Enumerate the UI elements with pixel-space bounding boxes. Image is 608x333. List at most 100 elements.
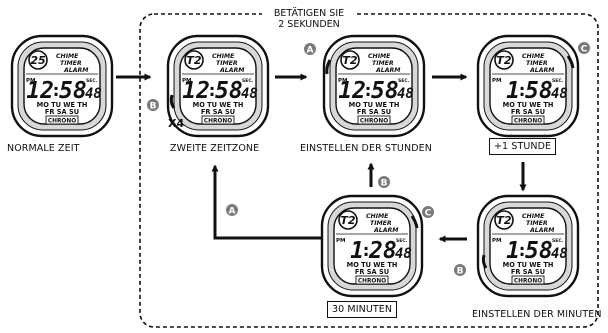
- watch-second-zone-word-chime: CHIME: [212, 53, 235, 60]
- watch-set-minutes-minutes: 58: [525, 238, 553, 264]
- watch-normal-time-word-timer: TIMER: [60, 60, 82, 67]
- watch-second-zone-minutes: 58: [215, 78, 243, 104]
- header-backdrop: [262, 6, 356, 30]
- watch-set-hours-colon: :: [363, 80, 374, 101]
- watch-set-hours-sec-label: SEC.: [398, 78, 410, 84]
- svg-text:C: C: [425, 209, 432, 219]
- watch-thirty-min-chrono-box: [355, 275, 389, 285]
- watch-set-minutes-colon: :: [517, 240, 528, 261]
- press-count-x4: X4: [168, 117, 184, 130]
- watch-set-minutes-sec-label: SEC.: [552, 238, 564, 244]
- svg-text:A: A: [307, 46, 314, 56]
- watch-second-zone-days-row1: MO TU WE TH: [193, 101, 244, 109]
- watch-plus-hour-hour: 1: [506, 78, 520, 104]
- label-set-hours: EINSTELLEN DER STUNDEN: [300, 143, 432, 154]
- watch-thirty-min-seconds: 48: [395, 246, 412, 262]
- arrow-back-to-second: [211, 164, 322, 240]
- header-line1: BETÄTIGEN SIE: [274, 8, 344, 19]
- watch-thirty-min-chrono-label: CHRONO: [358, 279, 386, 285]
- watch-set-minutes-mode-badge: [494, 210, 514, 230]
- watch-set-minutes-chrono-label: CHRONO: [514, 279, 542, 285]
- watch-set-hours-hour: 12: [338, 78, 366, 104]
- watch-thirty-min-minutes: 28: [368, 238, 397, 264]
- dashed-group-border: [139, 13, 599, 328]
- watch-second-zone-colon: :: [207, 80, 218, 101]
- watch-second-zone-word-timer: TIMER: [216, 60, 238, 67]
- watch-second-zone-sec-label: SEC.: [242, 78, 254, 84]
- watch-set-hours-days-row1: MO TU WE TH: [349, 101, 400, 109]
- press-b-up-arrow: B: [378, 176, 390, 189]
- watch-normal-time-seconds: 48: [85, 86, 102, 102]
- watch-set-hours-days-row2: FR SA SU: [357, 108, 391, 116]
- watch-plus-hour-word-timer: TIMER: [526, 60, 548, 67]
- watch-normal-time-mode-badge: [28, 50, 48, 70]
- watch-plus-hour-pm: PM: [492, 78, 502, 84]
- watch-thirty-min-pm: PM: [336, 238, 346, 244]
- watch-thirty-min-sec-label: SEC.: [396, 238, 408, 244]
- watch-thirty-min-days-row2: FR SA SU: [355, 268, 389, 276]
- watch-normal-time-chrono-box: [45, 115, 79, 125]
- watch-second-zone-mode-badge: [184, 50, 204, 70]
- svg-text:B: B: [150, 102, 157, 112]
- watch-set-hours-minutes: 58: [371, 78, 399, 104]
- svg-text:A: A: [229, 207, 236, 217]
- watch-thirty-min-hour: 1: [350, 238, 364, 264]
- watch-set-minutes-word-chime: CHIME: [522, 213, 545, 220]
- watch-set-minutes-word-alarm: ALARM: [529, 227, 555, 234]
- watch-thirty-min-days-row1: MO TU WE TH: [347, 261, 398, 269]
- watch-normal-time-colon: :: [51, 80, 62, 101]
- watch-thirty-min-badge-text: T2: [340, 214, 356, 227]
- watch-normal-time-chrono-label: CHRONO: [48, 119, 76, 125]
- watch-set-minutes-badge-text: T2: [496, 214, 512, 227]
- watch-plus-hour-days-row2: FR SA SU: [511, 108, 545, 116]
- watch-plus-hour-days-row1: MO TU WE TH: [503, 101, 554, 109]
- watch-thirty-min-mode-badge: [338, 210, 358, 230]
- watch-normal-time-days-row2: FR SA SU: [45, 108, 79, 116]
- watch-second-zone-chrono-box: [201, 115, 235, 125]
- label-normal-time: NORMALE ZEIT: [7, 143, 80, 154]
- watch-plus-hour-word-alarm: ALARM: [529, 67, 555, 74]
- watch-set-hours-pm: PM: [338, 78, 348, 84]
- watch-set-minutes-days-row1: MO TU WE TH: [503, 261, 554, 269]
- watch-plus-hour-word-chime: CHIME: [522, 53, 545, 60]
- watch-normal-time-hour: 12: [26, 78, 54, 104]
- press-a-set-hours: A: [304, 43, 332, 75]
- watch-thirty-min-word-alarm: ALARM: [373, 227, 399, 234]
- watch-thirty-min-colon: :: [361, 240, 372, 261]
- flow-arrows: [116, 73, 527, 243]
- press-c-thirty-min: C: [410, 206, 434, 229]
- watch-normal-time-badge-text: 25: [30, 54, 46, 67]
- label-thirty-min: 30 MINUTEN: [327, 301, 398, 318]
- watch-normal-time-word-chime: CHIME: [56, 53, 79, 60]
- watch-normal-time-days-row1: MO TU WE TH: [37, 101, 88, 109]
- svg-text:C: C: [581, 45, 588, 55]
- watch-second-zone-chrono-label: CHRONO: [204, 119, 232, 125]
- label-plus-hour: +1 STUNDE: [489, 138, 557, 155]
- watch-set-minutes-hour: 1: [506, 238, 520, 264]
- watch-second-zone-days-row2: FR SA SU: [201, 108, 235, 116]
- watch-set-minutes-seconds: 48: [551, 246, 568, 262]
- press-b-second-zone: B: [147, 94, 176, 112]
- watch-set-minutes-days-row2: FR SA SU: [511, 268, 545, 276]
- press-c-plus-hour: C: [566, 42, 590, 69]
- watch-normal-time-minutes: 58: [59, 78, 87, 104]
- watch-normal-time-word-alarm: ALARM: [63, 67, 89, 74]
- watch-plus-hour-sec-label: SEC.: [552, 78, 564, 84]
- watch-set-hours-badge-text: T2: [342, 54, 358, 67]
- header-line2: 2 SEKUNDEN: [278, 19, 340, 30]
- watch-second-zone-seconds: 48: [241, 86, 258, 102]
- watch-set-hours-seconds: 48: [397, 86, 414, 102]
- svg-text:B: B: [381, 179, 388, 189]
- press-a-back-arrow: A: [226, 204, 238, 217]
- watch-set-minutes-pm: PM: [492, 238, 502, 244]
- svg-text:B: B: [457, 267, 464, 277]
- watch-plus-hour-badge-text: T2: [496, 54, 512, 67]
- watch-plus-hour-colon: :: [517, 80, 528, 101]
- watch-second-zone-word-alarm: ALARM: [219, 67, 245, 74]
- watch-plus-hour-minutes: 58: [525, 78, 553, 104]
